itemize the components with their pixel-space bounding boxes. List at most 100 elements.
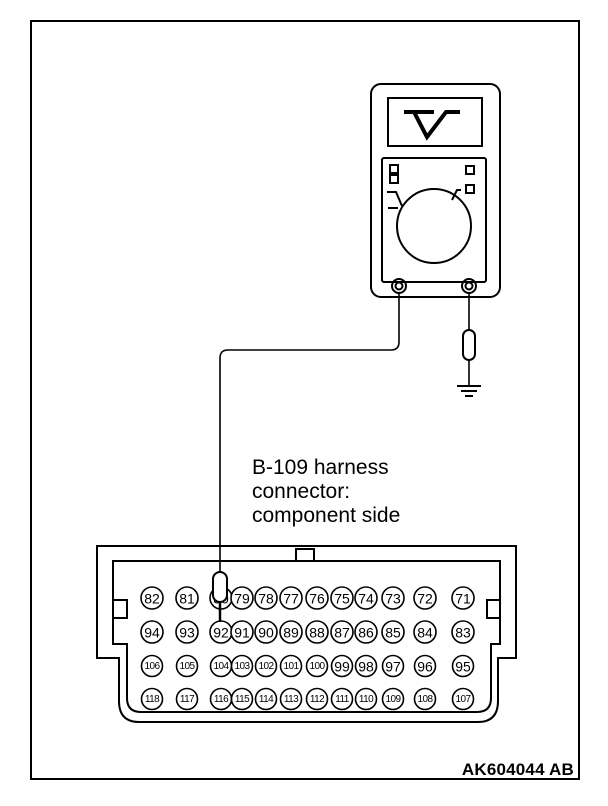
pin-118: 118 bbox=[140, 687, 164, 711]
pin-75: 75 bbox=[330, 586, 354, 610]
pin-86: 86 bbox=[354, 620, 378, 644]
pin-number: 98 bbox=[358, 659, 374, 675]
pin-circle bbox=[305, 654, 329, 678]
pin-105: 105 bbox=[175, 654, 199, 678]
pin-number: 108 bbox=[418, 694, 434, 705]
pin-96: 96 bbox=[413, 654, 437, 678]
pin-circle bbox=[381, 687, 405, 711]
pin-number: 118 bbox=[145, 694, 160, 705]
pin-number: 91 bbox=[234, 625, 250, 641]
figure-id: AK604044 AB bbox=[461, 760, 574, 779]
pin-number: 96 bbox=[417, 659, 433, 675]
pin-number: 106 bbox=[145, 661, 161, 672]
pin-87: 87 bbox=[330, 620, 354, 644]
pin-95: 95 bbox=[451, 654, 475, 678]
pin-circle bbox=[230, 687, 254, 711]
pin-number: 100 bbox=[310, 661, 326, 672]
pin-circle bbox=[230, 620, 254, 644]
connector-pins: 8281807978777675747372719493929190898887… bbox=[140, 586, 475, 711]
pin-number: 92 bbox=[213, 625, 229, 641]
pin-circle bbox=[279, 620, 303, 644]
pin-number: 93 bbox=[179, 625, 195, 641]
range-mark-icon bbox=[389, 174, 399, 184]
connector-latch-left bbox=[112, 599, 128, 619]
pin-number: 97 bbox=[385, 659, 401, 675]
pin-113: 113 bbox=[279, 687, 303, 711]
pin-106: 106 bbox=[140, 654, 164, 678]
pin-circle bbox=[305, 620, 329, 644]
pin-number: 105 bbox=[180, 661, 196, 672]
pin-98: 98 bbox=[354, 654, 378, 678]
pin-circle bbox=[305, 586, 329, 610]
pin-110: 110 bbox=[354, 687, 378, 711]
pin-number: 102 bbox=[259, 661, 275, 672]
pin-108: 108 bbox=[413, 687, 437, 711]
connector-latch-right bbox=[486, 599, 501, 619]
pin-number: 88 bbox=[309, 625, 325, 641]
pin-circle bbox=[330, 620, 354, 644]
pin-circle bbox=[140, 687, 164, 711]
pin-circle bbox=[305, 687, 329, 711]
ground-lead bbox=[457, 293, 481, 397]
pin-circle bbox=[451, 687, 475, 711]
pin-circle bbox=[279, 687, 303, 711]
pin-circle bbox=[354, 586, 378, 610]
pin-circle bbox=[175, 687, 199, 711]
pin-number: 107 bbox=[456, 694, 472, 705]
pin-number: 115 bbox=[235, 694, 250, 705]
range-mark-icon bbox=[389, 164, 399, 174]
pin-84: 84 bbox=[413, 620, 437, 644]
pin-circle bbox=[451, 586, 475, 610]
volt-terminal-inner bbox=[464, 281, 474, 291]
rotary-selector-dial bbox=[396, 188, 472, 264]
pin-circle bbox=[254, 687, 278, 711]
pin-number: 79 bbox=[234, 591, 250, 607]
connector-outer-shell bbox=[96, 545, 517, 723]
pin-number: 73 bbox=[385, 591, 401, 607]
com-terminal-inner bbox=[394, 281, 404, 291]
pin-circle bbox=[254, 654, 278, 678]
pin-circle bbox=[175, 620, 199, 644]
pin-97: 97 bbox=[381, 654, 405, 678]
pin-number: 113 bbox=[284, 694, 299, 705]
pin-number: 101 bbox=[284, 661, 300, 672]
pin-number: 109 bbox=[386, 694, 402, 705]
pin-number: 86 bbox=[358, 625, 374, 641]
ground-probe bbox=[462, 329, 476, 361]
pin-116: 116 bbox=[209, 687, 233, 711]
multimeter-panel bbox=[381, 157, 487, 283]
pin-92: 92 bbox=[209, 620, 233, 644]
pin-circle bbox=[140, 654, 164, 678]
pin-number: 110 bbox=[359, 694, 374, 705]
pin-number: 75 bbox=[334, 591, 350, 607]
pin-107: 107 bbox=[451, 687, 475, 711]
pin-112: 112 bbox=[305, 687, 329, 711]
probe-tip bbox=[212, 571, 228, 622]
pin-circle bbox=[451, 654, 475, 678]
pin-circle bbox=[279, 654, 303, 678]
pin-circle bbox=[413, 654, 437, 678]
pin-82: 82 bbox=[140, 586, 164, 610]
diagram-frame bbox=[30, 20, 580, 780]
pin-number: 81 bbox=[179, 591, 195, 607]
pin-number: 87 bbox=[334, 625, 350, 641]
pin-100: 100 bbox=[305, 654, 329, 678]
pin-number: 114 bbox=[259, 694, 274, 705]
pin-circle bbox=[330, 586, 354, 610]
pin-83: 83 bbox=[451, 620, 475, 644]
dial-scale-mark bbox=[451, 189, 461, 201]
pin-number: 74 bbox=[358, 591, 374, 607]
pin-number: 84 bbox=[417, 625, 433, 641]
pin-102: 102 bbox=[254, 654, 278, 678]
pin-79: 79 bbox=[230, 586, 254, 610]
connector-label-line-1: B-109 harness bbox=[252, 456, 389, 479]
multimeter-display bbox=[387, 97, 483, 147]
pin-circle bbox=[140, 586, 164, 610]
pin-115: 115 bbox=[230, 687, 254, 711]
pin-number: 90 bbox=[258, 625, 274, 641]
pin-circle bbox=[413, 687, 437, 711]
pin-103: 103 bbox=[230, 654, 254, 678]
pin-number: 116 bbox=[214, 694, 229, 705]
pin-circle bbox=[140, 620, 164, 644]
pin-89: 89 bbox=[279, 620, 303, 644]
